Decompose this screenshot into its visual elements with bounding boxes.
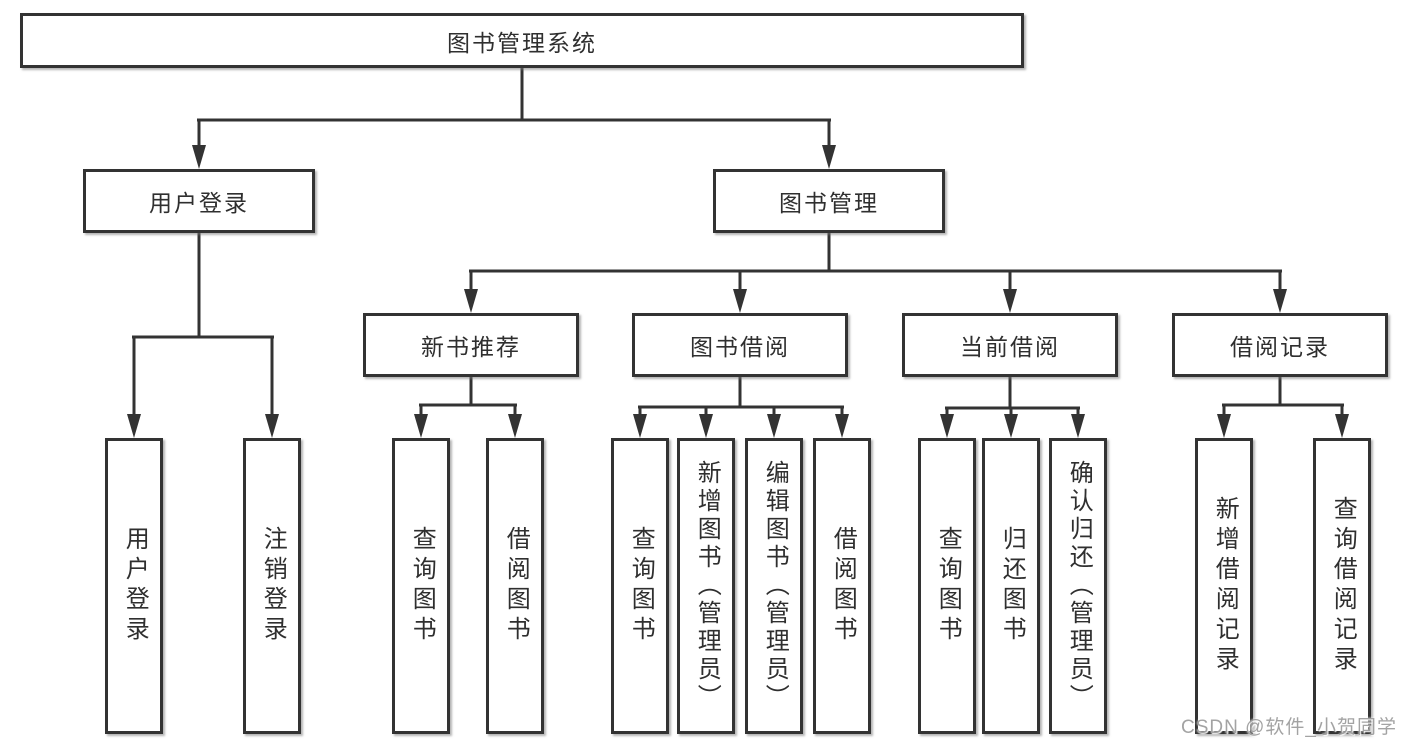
node-book-borrowing: 图书借阅 [632, 313, 848, 377]
leaf-return-books: 归还图书 [982, 438, 1040, 734]
arrowheads [127, 145, 1349, 438]
node-library-management-system: 图书管理系统 [20, 13, 1024, 68]
leaf-query-books-current: 查询图书 [918, 438, 976, 734]
node-label: 图书管理 [779, 190, 879, 216]
node-label: 确认归还（管理员） [1065, 460, 1093, 712]
node-label: 借阅图书 [829, 526, 857, 646]
node-label: 用户登录 [149, 190, 249, 216]
node-user-login: 用户登录 [83, 169, 315, 233]
node-label: 用户登录 [121, 526, 149, 646]
leaf-query-borrow-record: 查询借阅记录 [1313, 438, 1371, 734]
node-book-management: 图书管理 [713, 169, 945, 233]
leaf-borrow-books-recommend: 借阅图书 [486, 438, 544, 734]
node-label: 图书管理系统 [447, 29, 597, 56]
node-new-book-recommend: 新书推荐 [363, 313, 579, 377]
node-current-borrowing: 当前借阅 [902, 313, 1118, 377]
leaf-add-books-admin: 新增图书（管理员） [677, 438, 735, 734]
node-label: 编辑图书（管理员） [761, 460, 789, 712]
node-label: 查询图书 [934, 526, 962, 646]
node-label: 新书推荐 [421, 334, 521, 360]
leaf-edit-books-admin: 编辑图书（管理员） [745, 438, 803, 734]
node-label: 借阅图书 [502, 526, 530, 646]
node-label: 查询借阅记录 [1329, 496, 1357, 676]
leaf-user-login: 用户登录 [105, 438, 163, 734]
node-label: 注销登录 [259, 526, 287, 646]
leaf-borrow-books: 借阅图书 [813, 438, 871, 734]
leaf-query-books-borrowing: 查询图书 [611, 438, 669, 734]
leaf-confirm-return-admin: 确认归还（管理员） [1049, 438, 1107, 734]
node-label: 新增图书（管理员） [693, 460, 721, 712]
node-label: 查询图书 [408, 526, 436, 646]
node-borrowing-records: 借阅记录 [1172, 313, 1388, 377]
leaf-query-books-recommend: 查询图书 [392, 438, 450, 734]
node-label: 当前借阅 [960, 334, 1060, 360]
node-label: 新增借阅记录 [1211, 496, 1239, 676]
node-label: 图书借阅 [690, 334, 790, 360]
node-label: 归还图书 [998, 526, 1026, 646]
leaf-add-borrow-record: 新增借阅记录 [1195, 438, 1253, 734]
node-label: 借阅记录 [1230, 334, 1330, 360]
leaf-logout: 注销登录 [243, 438, 301, 734]
csdn-watermark: CSDN @软件_小贺同学 [1181, 717, 1397, 738]
node-label: 查询图书 [627, 526, 655, 646]
